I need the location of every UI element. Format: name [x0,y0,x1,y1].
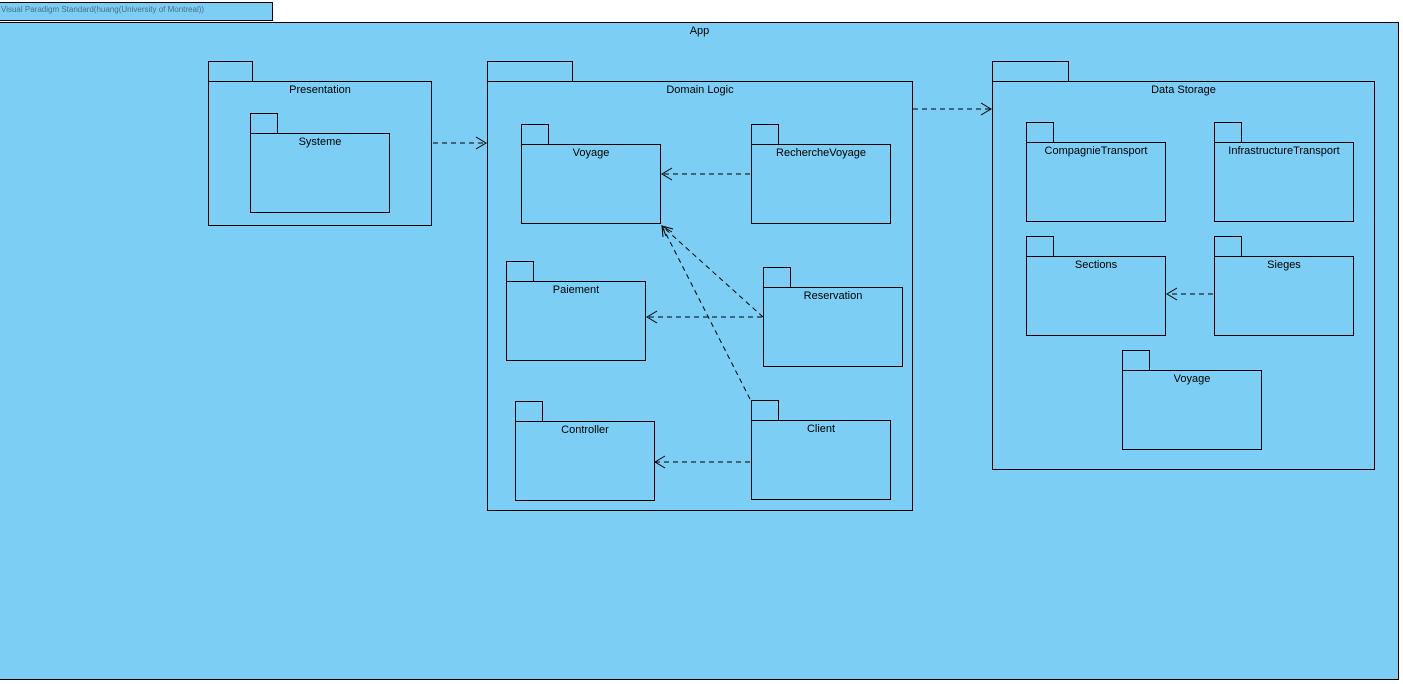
package-paiement-tab[interactable] [506,261,534,282]
package-voyage-storage-label: Voyage [1173,373,1211,385]
package-voyage-storage-tab[interactable] [1122,350,1150,371]
watermark-text: Visual Paradigm Standard(huang(Universit… [1,5,205,14]
package-client-label: Client [806,423,836,435]
package-compagnie-transport-tab[interactable] [1026,122,1054,143]
package-client-tab[interactable] [751,400,779,421]
package-compagnie-transport[interactable] [1026,142,1166,222]
package-systeme-tab[interactable] [250,113,278,134]
package-recherche-voyage[interactable] [751,144,891,224]
package-controller-tab[interactable] [515,401,543,422]
watermark-tab: Visual Paradigm Standard(huang(Universit… [0,2,273,21]
package-recherche-voyage-tab[interactable] [751,124,779,145]
package-reservation[interactable] [763,287,903,367]
package-sections-label: Sections [1074,259,1118,271]
package-client[interactable] [751,420,891,500]
package-paiement[interactable] [506,281,646,361]
package-reservation-tab[interactable] [763,267,791,288]
package-sieges-tab[interactable] [1214,236,1242,257]
package-controller-label: Controller [561,424,609,436]
package-voyage-tab[interactable] [521,124,549,145]
package-reservation-label: Reservation [803,290,863,302]
package-infrastructure-transport-tab[interactable] [1214,122,1242,143]
package-systeme[interactable] [250,133,390,213]
package-systeme-label: Systeme [298,136,342,148]
package-sieges-label: Sieges [1267,259,1301,271]
package-infrastructure-transport[interactable] [1214,142,1354,222]
package-sections[interactable] [1026,256,1166,336]
package-voyage-storage[interactable] [1122,370,1262,450]
package-domain-logic-label: Domain Logic [666,84,734,96]
package-presentation-tab[interactable] [208,61,253,82]
package-sieges[interactable] [1214,256,1354,336]
package-compagnie-transport-label: CompagnieTransport [1044,145,1148,157]
frame-title: App [689,25,710,37]
package-infrastructure-transport-label: InfrastructureTransport [1228,145,1340,157]
package-paiement-label: Paiement [552,284,600,296]
package-voyage-label: Voyage [572,147,610,159]
package-sections-tab[interactable] [1026,236,1054,257]
package-data-storage-label: Data Storage [1151,84,1216,96]
package-presentation-label: Presentation [289,84,351,96]
package-data-storage-tab[interactable] [992,61,1069,82]
package-recherche-voyage-label: RechercheVoyage [776,147,866,159]
package-voyage[interactable] [521,144,661,224]
package-domain-logic-tab[interactable] [487,61,573,82]
